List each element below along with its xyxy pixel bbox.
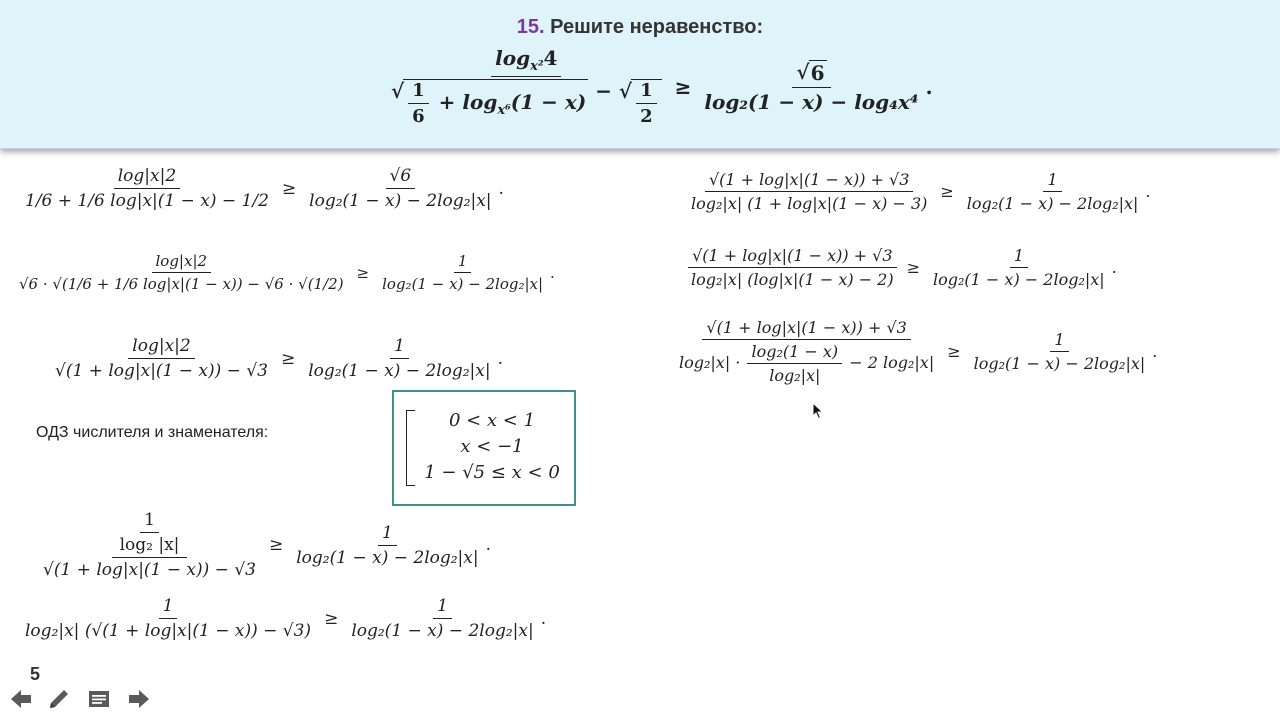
odz-conditions-box: 0 < x < 1 x < −1 1 − √5 ≤ x < 0 (392, 390, 576, 506)
step-left-2: log|x|2 √6 · √(1/6 + 1/6 log|x|(1 − x)) … (19, 252, 555, 293)
step-right-1: √(1 + log|x|(1 − x)) + √3 log₂|x| (1 + l… (691, 170, 1151, 213)
set-bracket (406, 410, 415, 486)
step-right-2: √(1 + log|x|(1 − x)) + √3 log₂|x| (log|x… (684, 246, 1117, 289)
step-left-1: log|x|2 1/6 + 1/6 log|x|(1 − x) − 1/2 ≥ … (25, 166, 504, 211)
odz-condition-2: x < −1 (460, 436, 524, 457)
task-title: 15. Решите неравенство: (0, 16, 1280, 39)
notes-icon[interactable] (86, 686, 112, 712)
arrow-right-icon[interactable] (126, 686, 152, 712)
odz-condition-3: 1 − √5 ≤ x < 0 (424, 462, 560, 483)
step-bottom-2: 1 log₂|x| (√(1 + log|x|(1 − x)) − √3) ≥ … (25, 596, 547, 641)
step-right-3: √(1 + log|x|(1 − x)) + √3 log₂|x| · log₂… (679, 318, 1158, 385)
step-bottom-1: 1 log₂ |x| √(1 + log|x|(1 − x)) − √3 ≥ 1… (43, 510, 492, 580)
pen-icon[interactable] (46, 686, 72, 712)
page-number: 5 (30, 664, 41, 684)
odz-condition-1: 0 < x < 1 (448, 410, 536, 431)
step-left-3: log|x|2 √(1 + log|x|(1 − x)) − √3 ≥ 1 lo… (55, 336, 504, 381)
task-number: 15. (516, 16, 545, 38)
task-text: Решите неравенство: (550, 16, 764, 38)
mouse-cursor-icon (812, 402, 824, 420)
arrow-left-icon[interactable] (8, 686, 34, 712)
odz-label: ОДЗ числителя и знаменателя: (36, 424, 269, 441)
